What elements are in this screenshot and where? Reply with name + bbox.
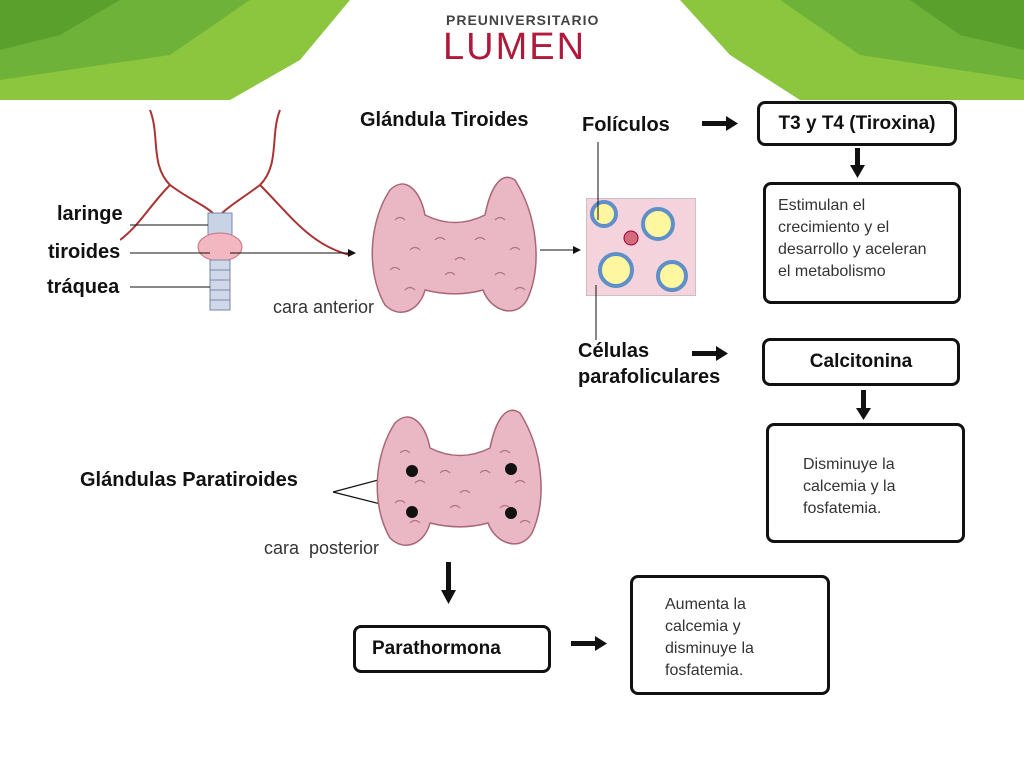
- label-thyroid: tiroides: [48, 241, 121, 263]
- follicle-tissue-illustration: [586, 198, 696, 296]
- thyroid-posterior-illustration: [376, 409, 542, 546]
- parathyroid-gland-dot: [406, 465, 418, 477]
- neck-leader-lines: [130, 224, 210, 288]
- calcitonin-effect-line: fosfatemia.: [803, 500, 882, 517]
- parathyroid-gland-dot: [505, 463, 517, 475]
- parathormone-effect-line: calcemia y: [665, 618, 741, 635]
- parafollicular-label-line2: parafoliculares: [578, 366, 721, 388]
- follicles-label: Folículos: [582, 114, 670, 136]
- logo-top-text: PREUNIVERSITARIO: [446, 12, 600, 28]
- parafollicular-label-line1: Células: [578, 340, 650, 362]
- back-view-label: cara posterior: [264, 538, 380, 558]
- front-view-label: cara anterior: [273, 297, 375, 317]
- calcitonin-effect-box: Disminuye la calcemia y la fosfatemia.: [766, 423, 965, 543]
- t3t4-effect-line: crecimiento y el: [778, 219, 890, 236]
- t3t4-effect-line: el metabolismo: [778, 263, 886, 280]
- t3t4-box: T3 y T4 (Tiroxina): [757, 101, 957, 146]
- parathyroid-gland-dot: [406, 506, 418, 518]
- calcitonin-label: Calcitonina: [809, 351, 913, 372]
- thyroid-anterior-illustration: [371, 176, 537, 313]
- logo-main-text: LUMEN: [443, 26, 587, 68]
- calcitonin-effect-line: Disminuye la: [803, 456, 895, 473]
- header-banner: [0, 0, 1024, 100]
- label-trachea: tráquea: [47, 276, 120, 298]
- t3t4-effect-box: Estimulan el crecimiento y el desarrollo…: [763, 182, 961, 304]
- thyroid-title: Glándula Tiroides: [360, 109, 529, 131]
- parathormone-box: Parathormona: [353, 625, 551, 673]
- parathormone-effect-line: fosfatemia.: [665, 662, 744, 679]
- t3t4-effect-line: desarrollo y aceleran: [778, 241, 927, 258]
- parathormone-effect-line: disminuye la: [665, 640, 754, 657]
- parathormone-effect-box: Aumenta la calcemia y disminuye la fosfa…: [630, 575, 830, 695]
- parathormone-label: Parathormona: [372, 638, 501, 659]
- neck-illustration: [120, 109, 351, 311]
- calcitonin-box: Calcitonina: [762, 338, 960, 386]
- t3t4-label: T3 y T4 (Tiroxina): [778, 112, 936, 134]
- calcitonin-effect-line: calcemia y la: [803, 478, 896, 495]
- parathormone-effect-line: Aumenta la: [665, 596, 746, 613]
- t3t4-effect-line: Estimulan el: [778, 197, 866, 214]
- parathyroid-gland-dot: [505, 507, 517, 519]
- label-larynx: laringe: [57, 203, 123, 225]
- parathyroid-title: Glándulas Paratiroides: [80, 469, 298, 491]
